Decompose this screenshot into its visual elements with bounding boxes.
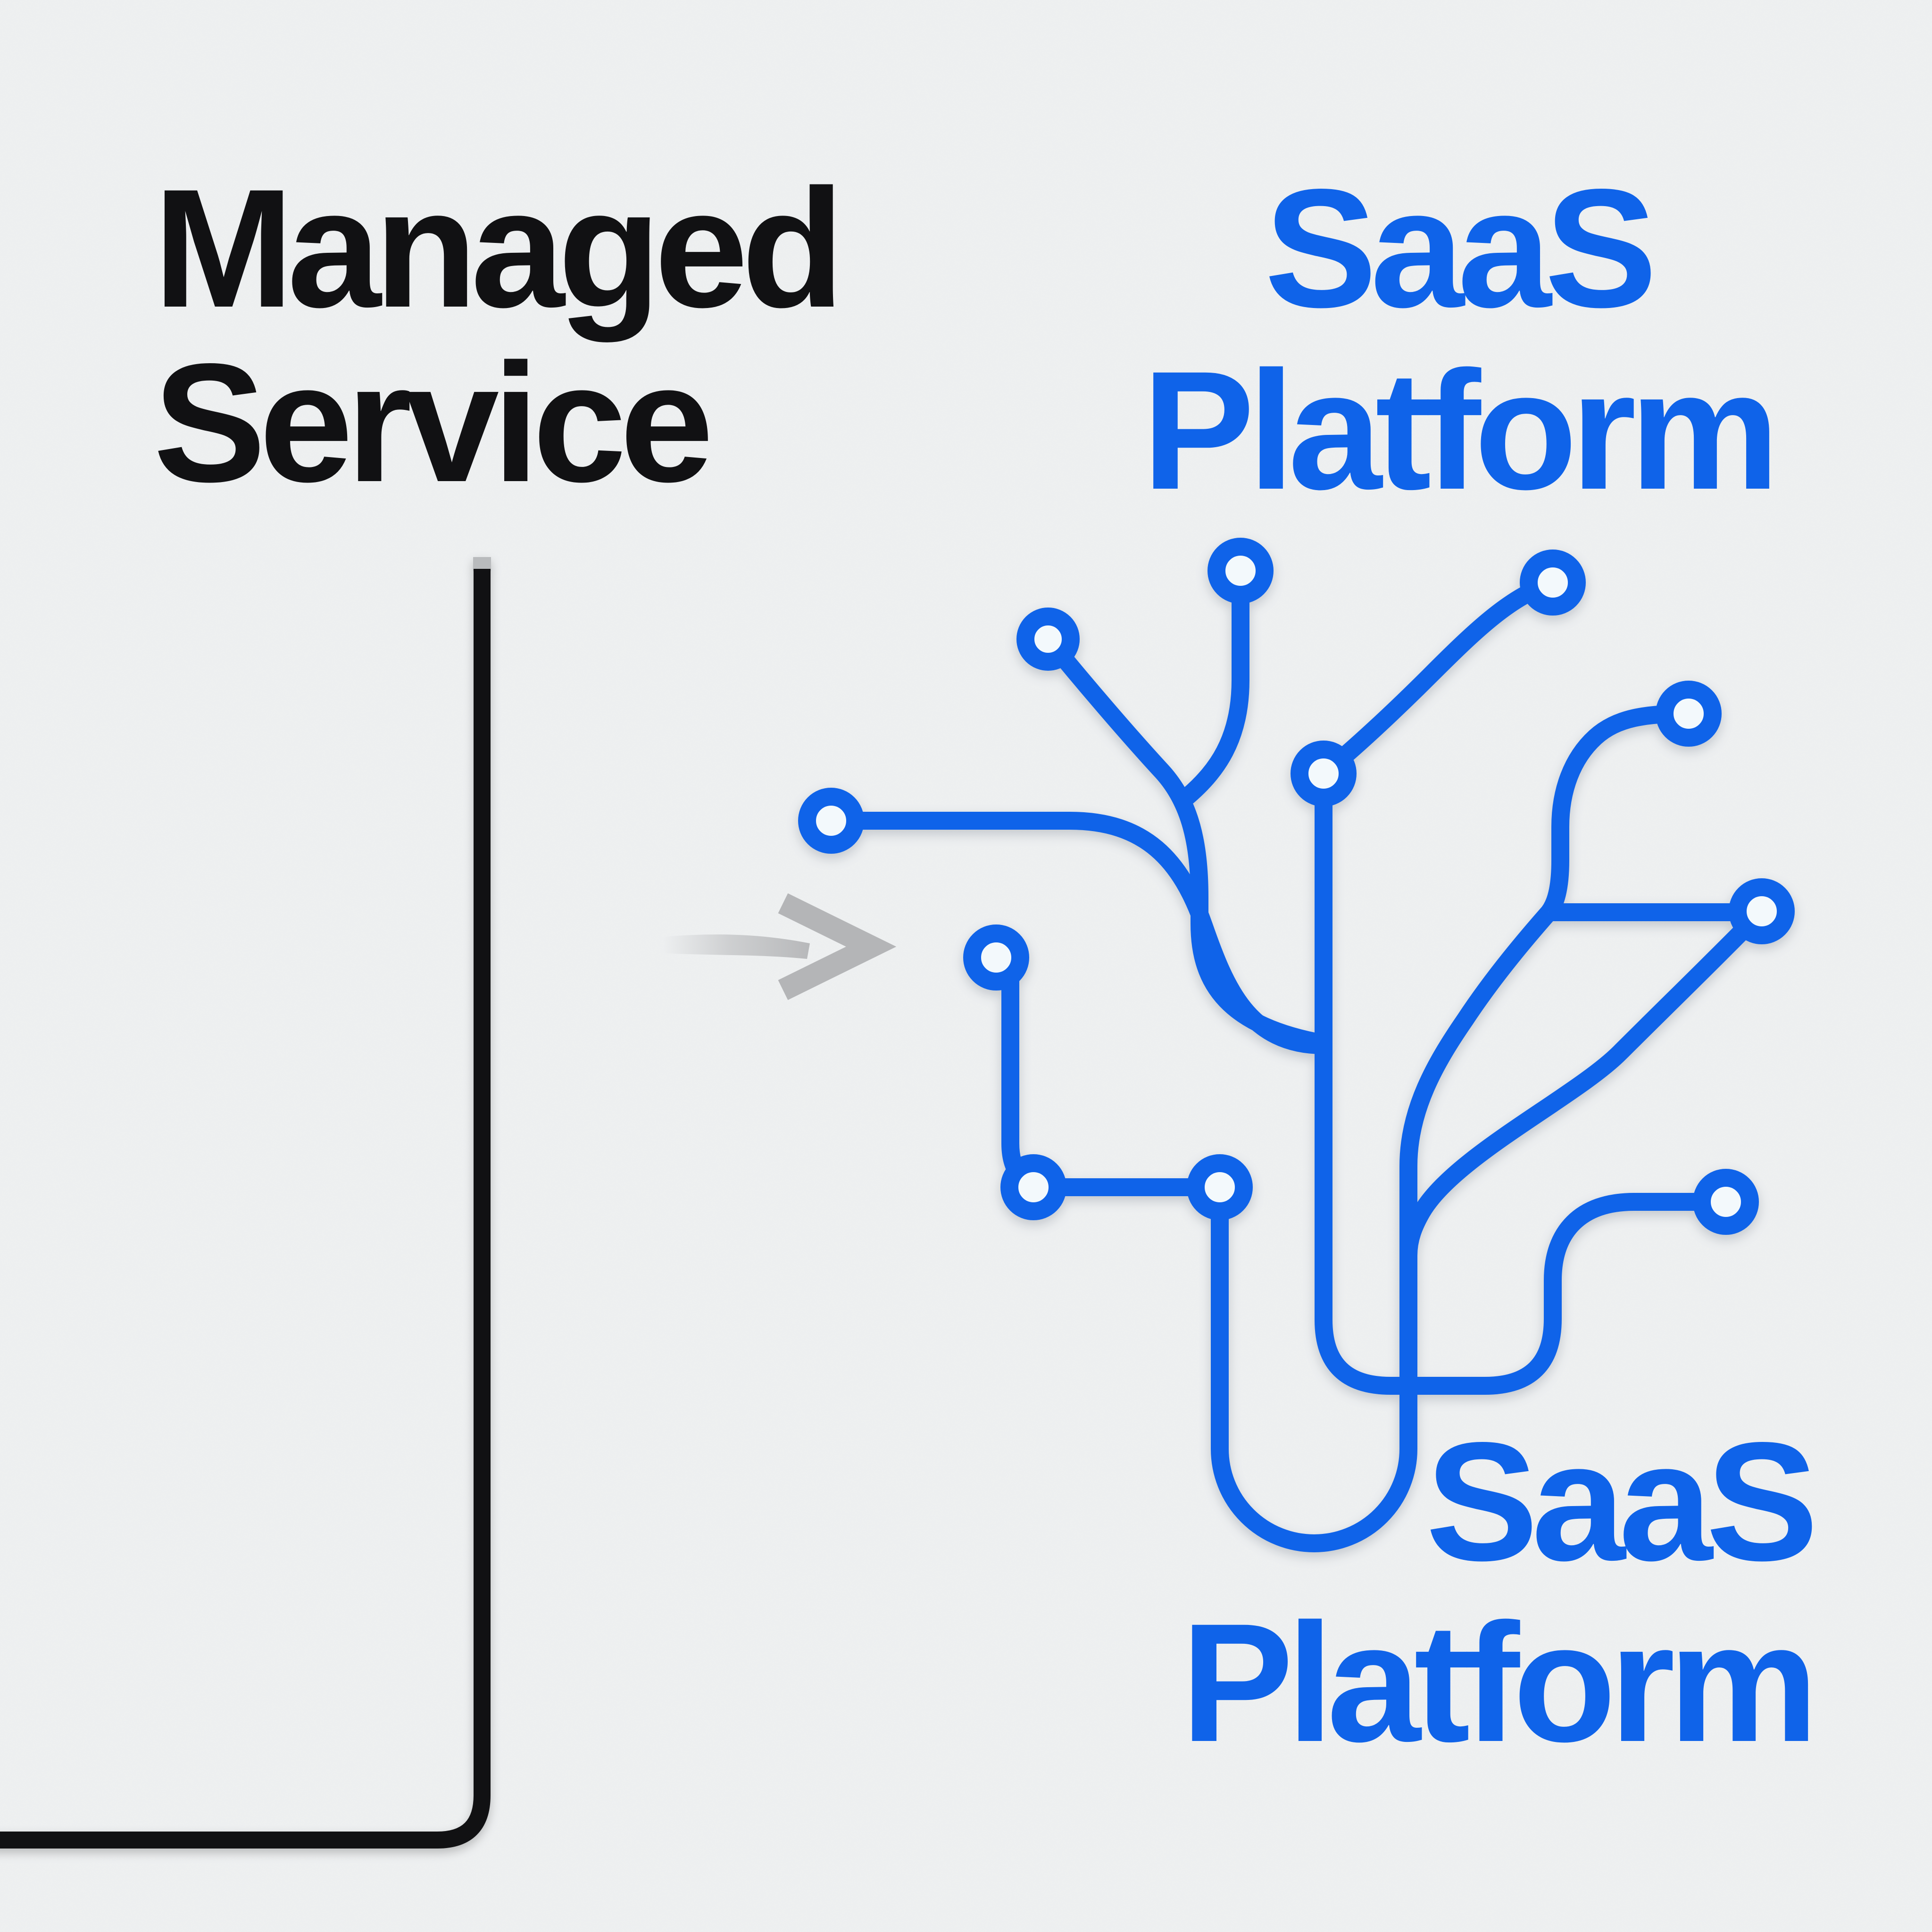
- network-node: [1693, 1169, 1759, 1235]
- network-node: [1520, 550, 1586, 616]
- network-node: [1016, 608, 1080, 671]
- network-line: [1176, 571, 1249, 808]
- saas-platform-bottom-label-line2: Platform: [1181, 1588, 1812, 1777]
- network-node: [1291, 741, 1357, 807]
- managed-service-label-line2: Service: [153, 328, 709, 517]
- saas-platform-top-label-line2: Platform: [1142, 336, 1773, 525]
- network-line: [1318, 574, 1556, 781]
- saas-platform-bottom-label-line1: SaaS: [1426, 1407, 1814, 1596]
- network-node: [798, 788, 864, 854]
- network-line: [1541, 705, 1689, 918]
- arrow-right-icon: [664, 893, 897, 1000]
- network-line: [1041, 633, 1325, 1052]
- network-node: [1000, 1154, 1066, 1220]
- network-line: [1315, 774, 1726, 1395]
- arrow-head: [778, 893, 897, 1000]
- managed-service-line-group: [0, 557, 491, 1849]
- arrow-tail: [664, 934, 810, 959]
- network-line: [1399, 905, 1768, 1256]
- managed-service-label-line1: Managed: [153, 154, 838, 343]
- network-line: [1211, 906, 1556, 1552]
- network-node: [1656, 681, 1722, 747]
- network-node: [963, 924, 1029, 991]
- managed-service-line: [0, 569, 491, 1849]
- network-node: [1729, 878, 1795, 944]
- network-node: [1208, 538, 1274, 604]
- network-node: [1187, 1154, 1253, 1220]
- saas-platform-top-label-line1: SaaS: [1265, 154, 1653, 342]
- saas-network-tree: [798, 538, 1795, 1552]
